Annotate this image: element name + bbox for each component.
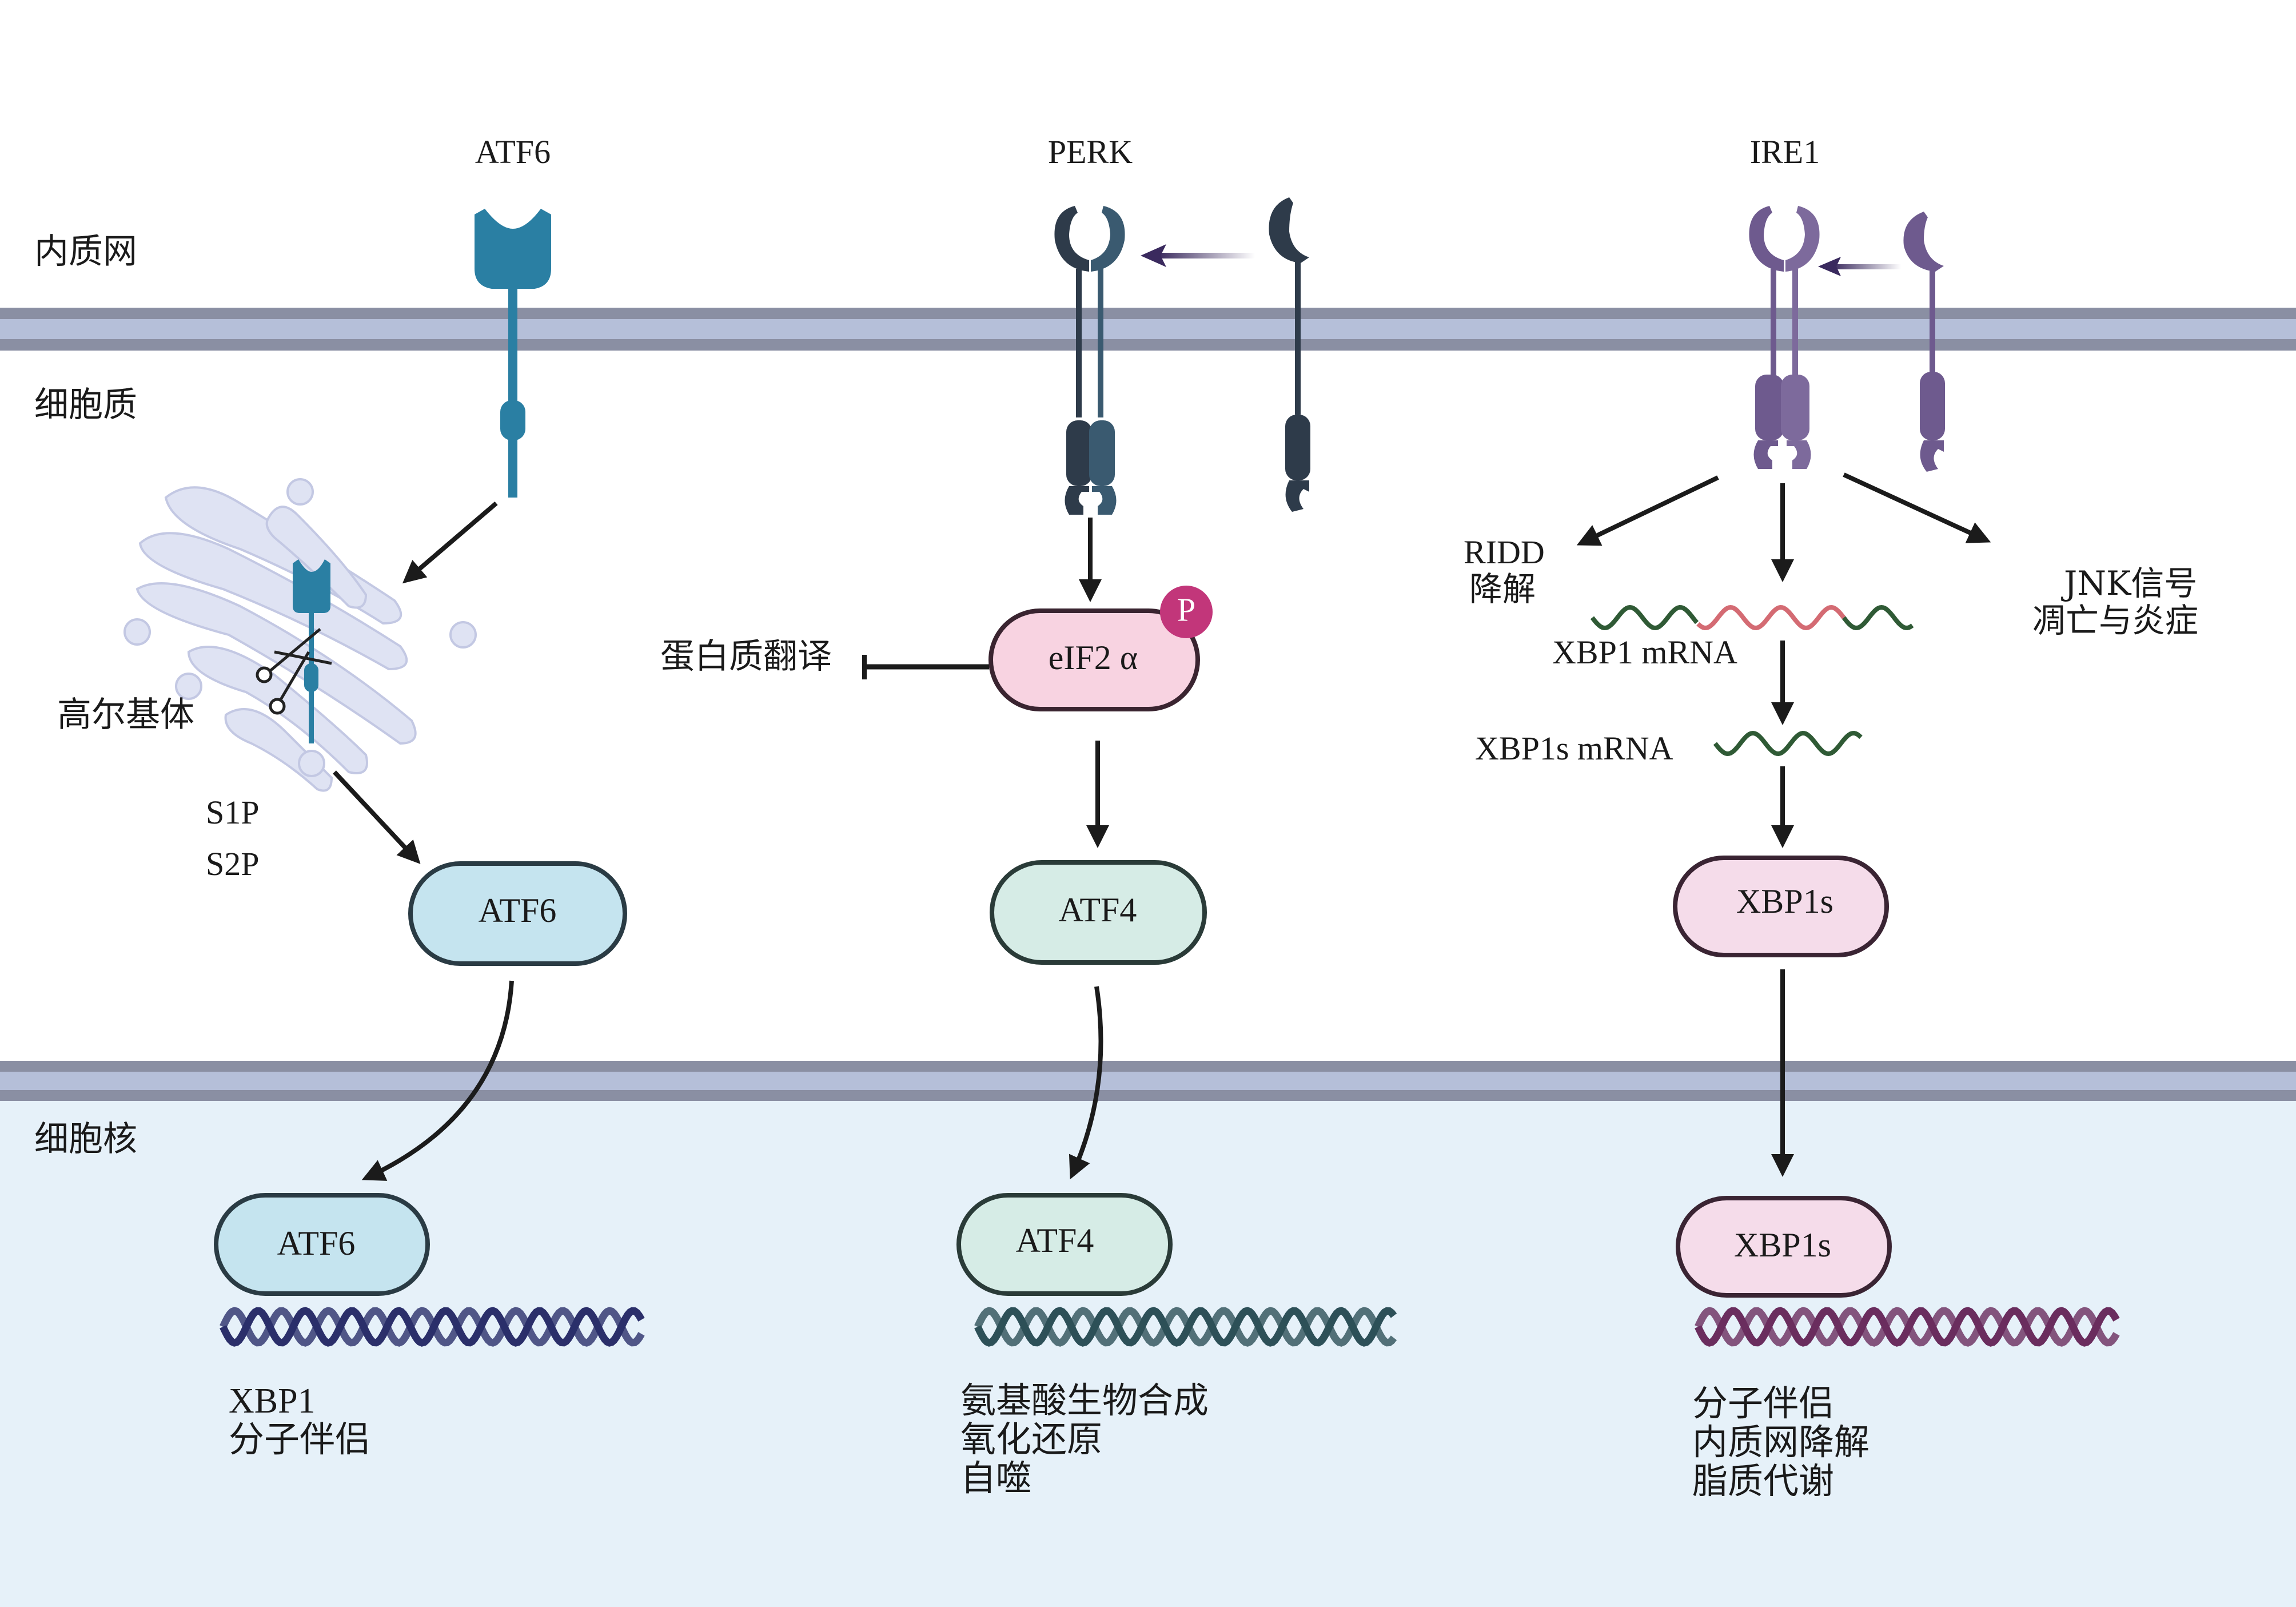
svg-text:ATF4: ATF4 xyxy=(1016,1222,1094,1259)
svg-text:ATF6: ATF6 xyxy=(277,1224,356,1262)
dna-atf6-icon xyxy=(220,1307,645,1347)
label-jnk: JNK信号 xyxy=(2061,564,2197,603)
dna-xbp1s-icon xyxy=(1695,1307,2120,1347)
mrna-strand xyxy=(1713,730,1863,757)
label-s1p: S1P xyxy=(206,794,260,831)
perk-dimer-icon xyxy=(1054,206,1125,515)
label-protein-translation: 蛋白质翻译 xyxy=(660,637,832,677)
atf6-cyto-node: ATF6 xyxy=(408,861,627,966)
svg-text:eIF2 α: eIF2 α xyxy=(1049,639,1138,677)
ire1-dimer-icon xyxy=(1749,206,1820,469)
golgi-icon xyxy=(123,478,477,792)
label-ridd-degradation: 降解 xyxy=(1469,570,1536,608)
svg-text:XBP1s: XBP1s xyxy=(1734,1226,1831,1264)
eif2a-node: eIF2 α xyxy=(988,608,1200,711)
arrow-ire1-to-ridd xyxy=(1576,475,1719,546)
mrna-strand xyxy=(1841,604,1914,631)
xbp1s-mrna-icon xyxy=(1713,730,1863,757)
nucleus-region xyxy=(0,1101,2296,1607)
atf6-nuc-node: ATF6 xyxy=(214,1193,430,1296)
er-membrane xyxy=(0,308,2296,351)
title-ire1: IRE1 xyxy=(1750,133,1820,170)
perk-dimerization-arrow-icon xyxy=(1141,244,1255,267)
xbp1s-output-3: 脂质代谢 xyxy=(1692,1460,1834,1502)
atf6-output-1: XBP1 xyxy=(229,1382,316,1421)
scissors-icon xyxy=(256,628,332,715)
label-cytoplasm: 细胞质 xyxy=(34,385,137,425)
title-perk: PERK xyxy=(1048,133,1133,170)
mrna-strand xyxy=(1590,604,1699,631)
golgi-atf6-receptor-icon xyxy=(293,559,330,743)
xbp1s-output-2: 内质网降解 xyxy=(1692,1421,1870,1463)
label-apoptosis-inflammation: 凋亡与炎症 xyxy=(2032,601,2198,640)
xbp1s-cyto-node: XBP1s xyxy=(1673,856,1889,957)
xbp1-mrna-icon xyxy=(1590,604,1914,631)
xbp1s-output-1: 分子伴侣 xyxy=(1692,1382,1834,1424)
perk-monomer-icon xyxy=(1269,197,1310,512)
label-er: 内质网 xyxy=(34,232,137,272)
label-xbp1-mrna: XBP1 mRNA xyxy=(1552,634,1737,671)
atf6-output-2: 分子伴侣 xyxy=(229,1418,370,1460)
dna-strand xyxy=(1695,1307,2120,1347)
mrna-strand xyxy=(1696,604,1846,631)
dna-atf4-icon xyxy=(974,1307,1397,1347)
dna-strand xyxy=(974,1307,1397,1347)
atf4-output-1: 氨基酸生物合成 xyxy=(960,1379,1209,1421)
phospho-badge: P xyxy=(1160,586,1213,638)
atf4-output-3: 自噬 xyxy=(960,1457,1031,1499)
atf4-nuc-node: ATF4 xyxy=(956,1193,1173,1296)
arrow-atf4-to-nucleus xyxy=(1069,986,1103,1180)
label-nucleus: 细胞核 xyxy=(34,1119,137,1159)
inhibition-line xyxy=(862,655,989,679)
svg-text:ATF4: ATF4 xyxy=(1059,891,1137,929)
svg-text:P: P xyxy=(1177,591,1195,628)
arrow-golgi-to-atf6 xyxy=(333,770,421,864)
nuclear-membrane xyxy=(0,1061,2296,1101)
arrow-atf6-to-golgi xyxy=(402,501,498,584)
atf4-cyto-node: ATF4 xyxy=(990,860,1207,965)
title-atf6: ATF6 xyxy=(475,133,551,170)
dna-strand xyxy=(220,1307,645,1347)
ire1-dimerization-arrow-icon xyxy=(1818,257,1901,276)
atf4-output-2: 氧化还原 xyxy=(960,1418,1102,1460)
label-golgi: 高尔基体 xyxy=(57,695,194,735)
arrow-atf6-to-nucleus xyxy=(361,980,514,1181)
svg-text:XBP1s: XBP1s xyxy=(1736,882,1833,920)
ire1-monomer-icon xyxy=(1903,212,1945,472)
arrow-ire1-to-jnk xyxy=(1843,472,1991,543)
label-s2p: S2P xyxy=(206,845,260,882)
xbp1s-nuc-node: XBP1s xyxy=(1676,1196,1892,1298)
atf6-receptor-icon xyxy=(475,209,551,498)
label-ridd: RIDD xyxy=(1464,534,1545,571)
label-xbp1s-mrna: XBP1s mRNA xyxy=(1475,730,1673,767)
svg-text:ATF6: ATF6 xyxy=(479,892,557,929)
